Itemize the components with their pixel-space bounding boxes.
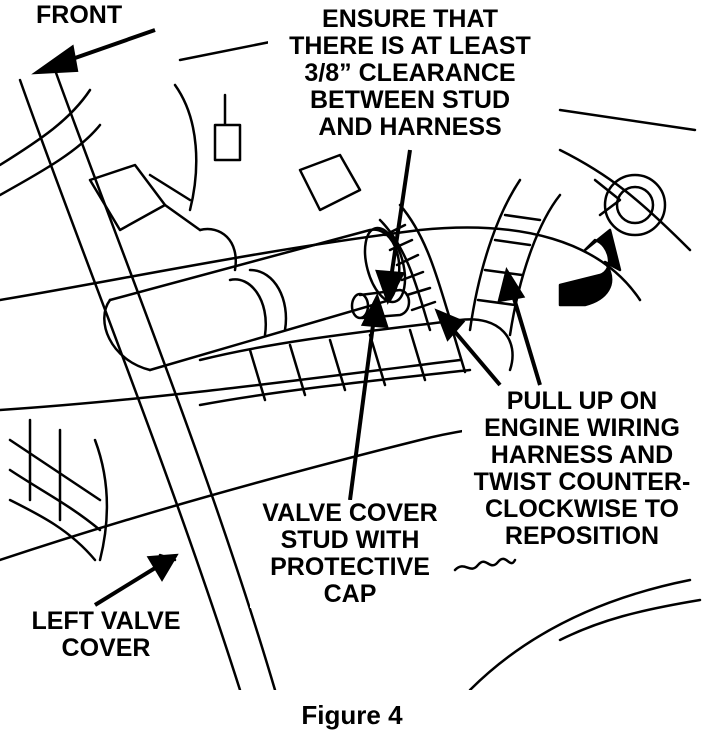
harness-bundle: [198, 318, 514, 372]
upper-hose: [0, 88, 92, 167]
engine-illustration: [0, 28, 702, 690]
bolt-head: [603, 173, 667, 237]
ensure-clearance-label: ENSURE THAT THERE IS AT LEAST 3/8” CLEAR…: [268, 6, 552, 141]
pull-up-leader-2: [508, 284, 542, 386]
left-valve-cover-label: LEFT VALVE COVER: [14, 608, 198, 662]
connector: [88, 163, 167, 232]
front-label: FRONT: [34, 1, 125, 29]
valve-stud-label: VALVE COVER STUD WITH PROTECTIVE CAP: [250, 500, 450, 608]
ensure-leader: [388, 149, 412, 286]
valve-stud-cap: [358, 288, 411, 320]
diagonal-rod: [18, 78, 242, 690]
valve-stud-leader: [348, 309, 377, 501]
twist-arrow: [558, 228, 622, 307]
left-valve-arrow: [93, 563, 162, 607]
pull-up-label: PULL UP ON ENGINE WIRING HARNESS AND TWI…: [462, 388, 702, 550]
figure-caption: Figure 4: [301, 700, 403, 730]
